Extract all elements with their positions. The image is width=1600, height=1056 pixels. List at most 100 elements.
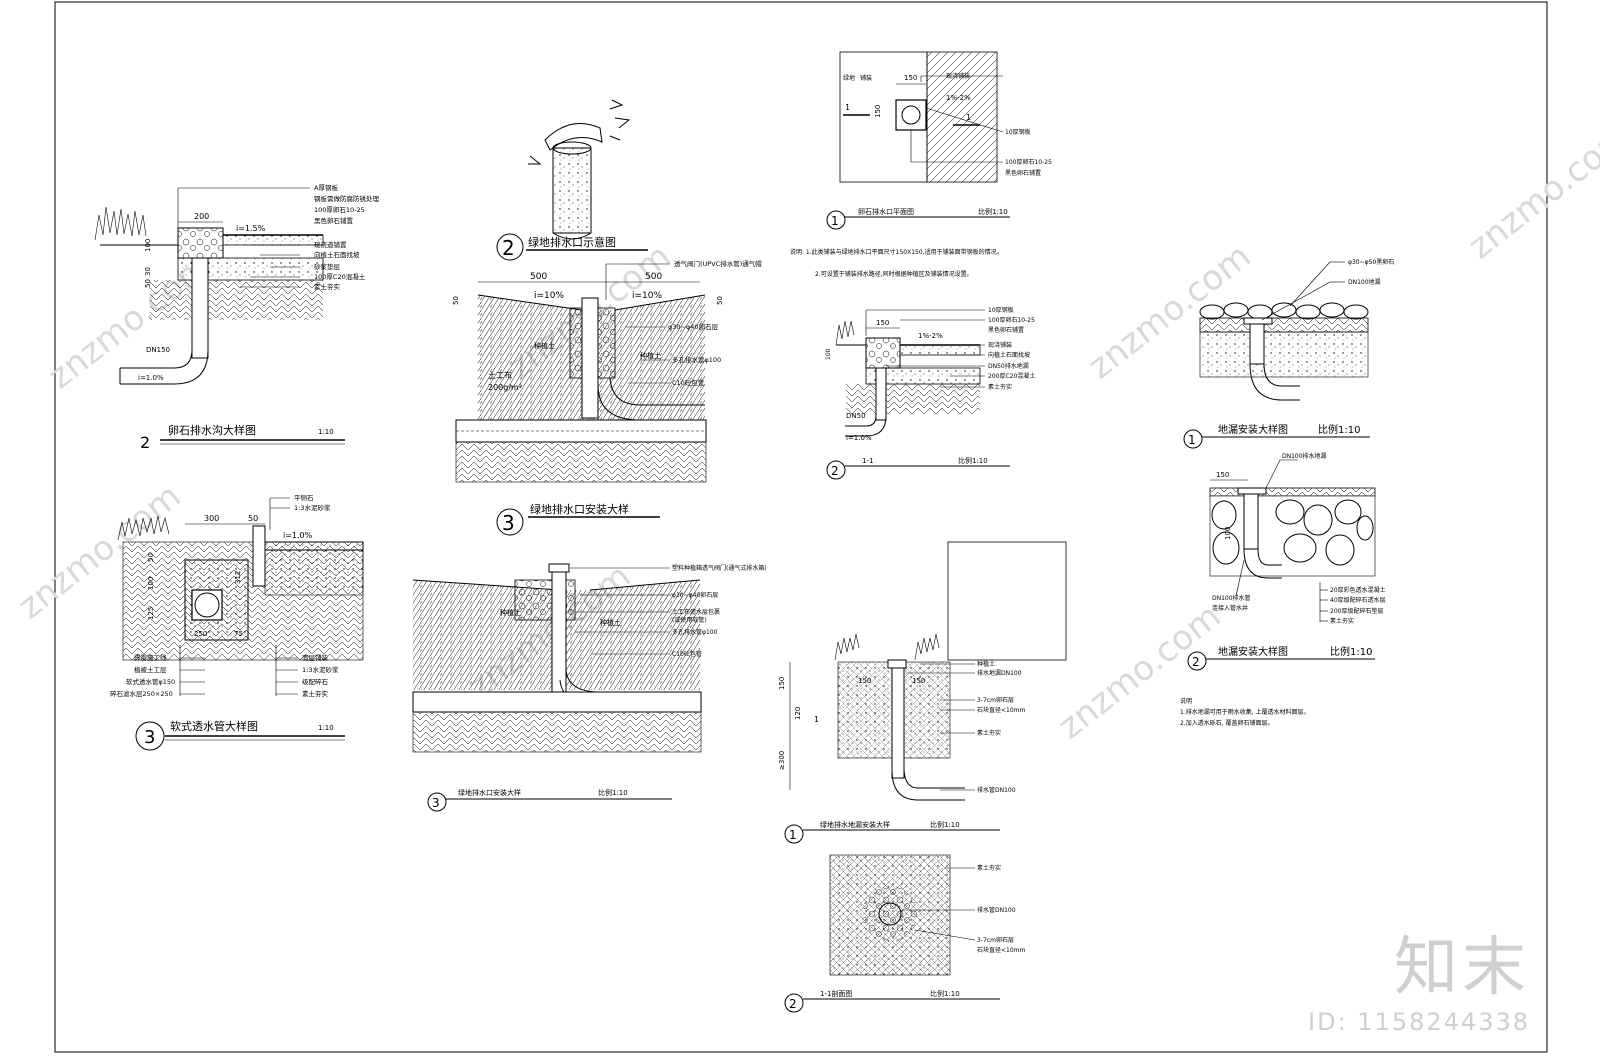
note-5: 多孔排水管φ100 [672,628,718,636]
right-note-3: 200厚级配碎石垫层 [1330,607,1383,615]
detail-scale: 比例1:10 [598,788,628,797]
note-5: 素土夯实 [977,729,1001,737]
general-note-1: 说明: 1.此类铺装与绿地排水口平面尺寸150X150,适用于铺装面带钢板的情况… [790,248,1003,256]
detail-number: 3 [432,796,440,810]
note-4: (或使用软管) [672,616,707,624]
dim-50b: 50 [716,296,724,305]
note-3: 3-7cm卵石层 [977,696,1014,704]
soil-a: 种植土 [534,341,555,350]
blank-frame [947,541,1067,661]
note-2: 排水管DN100 [977,906,1016,914]
note-3: 3-7cm卵石层 [977,936,1014,944]
detail-scale: 比例1:10 [1330,645,1372,658]
left-note-2: 植被土工层 [134,665,167,674]
detail-title: 卵石排水口平面图 [858,207,914,216]
dim-125v: 125 [147,607,155,620]
note-4: C10砼包管 [672,378,705,387]
grass-symbol [94,206,147,241]
dim-150: 150 [1216,471,1229,479]
note-5: 现浇道铺置 [314,240,347,249]
right-note-6: 素土夯实 [302,689,329,698]
left-note-1: 霹雳施工线 [134,653,167,662]
brand-stamp: 知末 ID: 1158244338 [1308,916,1530,1036]
note-4: 石块直径<10mm [977,946,1026,954]
note-2: DN100地漏 [1348,278,1381,286]
detail-title: 绿地排水地漏安装大样 [820,820,890,829]
note-4: 黑色卵石铺置 [314,216,354,225]
right-note-1: 平侧石 [294,493,314,502]
detail-number: 2 [140,433,150,452]
note-8: 100厚C20混凝土 [314,272,366,281]
dim-150: 150 [876,319,889,327]
detail-inlet-plan: 1 1 绿地 铺装 150 150 1%-2% 现浇铺装 10厚钢板 100厚卵… [790,51,1052,278]
detail-title: 绿地排水口安装大样 [458,788,521,797]
note-3: 100厚卵石10-25 [314,205,365,214]
detail-number: 2 [789,997,797,1011]
detail-title: 地漏安装大样图 [1218,645,1288,658]
detail-inlet-sketch: 2 绿地排水口示意图 [496,99,648,261]
detail-section-1-1: 150 1%-2% 100 DN50 i=1.0% 10厚钢板 100厚卵石10… [825,306,1035,480]
note-7: 200厚C20混凝土 [988,372,1035,380]
detail-title: 卵石排水沟大样图 [168,423,256,437]
note-8: 素土夯实 [988,383,1012,391]
left-note-2: 连接入管水井 [1212,604,1248,612]
label-green: 绿地 [843,74,855,82]
note-2: 排水地漏DN100 [977,669,1022,677]
grass-symbol [117,515,170,541]
right-note-2: 40厚级配碎石透水层 [1330,596,1386,604]
note-1: 现浇铺装 [946,72,970,80]
dim-300: 300 [204,514,219,523]
detail-scale: 比例1:10 [978,207,1008,216]
dim-50a: 50 [452,296,460,305]
slope-a: i=10% [534,291,564,301]
slope-label: i=1.5% [236,224,266,233]
note-4: 黑色卵石铺置 [1005,169,1041,177]
cut-marker: 1 [814,715,819,724]
dim-50: 50 [248,514,258,523]
detail-stone-drain: 200 i=1.5% 100 50 30 DN150 i=1.0% A厚钢板 钢… [94,183,380,452]
detail-scale: 比例1:10 [930,989,960,998]
right-note-1: 20厚彩色透水混凝土 [1330,586,1386,594]
slope-label: i=1.0% [283,531,313,540]
note-1: 种植土 [977,660,995,668]
note-4: 现浇铺装 [988,341,1012,349]
note-1: 10厚钢板 [988,306,1014,314]
sheet-border [54,1,1548,1053]
note-1: 素土夯实 [977,864,1001,872]
note-1: φ30~φ50黑卵石 [1348,258,1394,266]
dim-30: 30 [144,267,152,276]
left-note-3: 软式透水管φ150 [126,677,175,686]
right-note-3: 面层铺装 [302,653,329,662]
top-note: DN100排水地漏 [1282,452,1327,460]
dim-500b: 500 [645,272,662,282]
detail-scale: 1:10 [318,724,334,732]
dim-300: ≥300 [778,751,786,770]
dim-500a: 500 [530,272,547,282]
pipe-slope-label: i=1.0% [846,434,872,442]
note-9: 素土夯实 [314,282,341,291]
soil-a: 种植土 [500,608,521,617]
detail-title: 软式透水管大样图 [170,719,258,733]
left-note-1: DN100排水管 [1212,594,1251,602]
slope-b: i=10% [632,291,662,301]
detail-title: 1-1剖面图 [820,989,852,998]
note-2: 100厚卵石10-25 [988,316,1035,324]
dim-50v: 50 [147,553,155,562]
detail-number: 3 [502,511,515,535]
detail-title: 绿地排水口示意图 [528,235,616,249]
note-6: DN50排水地漏 [988,362,1029,370]
detail-section-plan: 素土夯实 排水管DN100 3-7cm卵石层 石块直径<10mm 2 1-1剖面… [784,854,1026,1013]
detail-number: 1 [831,214,839,228]
dim-75: 75 [234,630,243,638]
pipe-label: DN50 [846,412,866,420]
detail-number: 1 [789,828,797,842]
detail-number: 1 [1188,433,1196,447]
detail-title: 绿地排水口安装大样 [530,502,629,516]
note-2: 钢板需做防腐防锈处理 [314,194,380,203]
note-6: 向植土石面找坡 [314,250,360,259]
dim-100: 100 [144,239,152,252]
watermark-7: znzmo.com [1461,116,1600,267]
right-note-4: 素土夯实 [1330,617,1354,625]
slope-label: 1%-2% [946,94,971,102]
detail-scale: 比例1:10 [1318,423,1360,436]
